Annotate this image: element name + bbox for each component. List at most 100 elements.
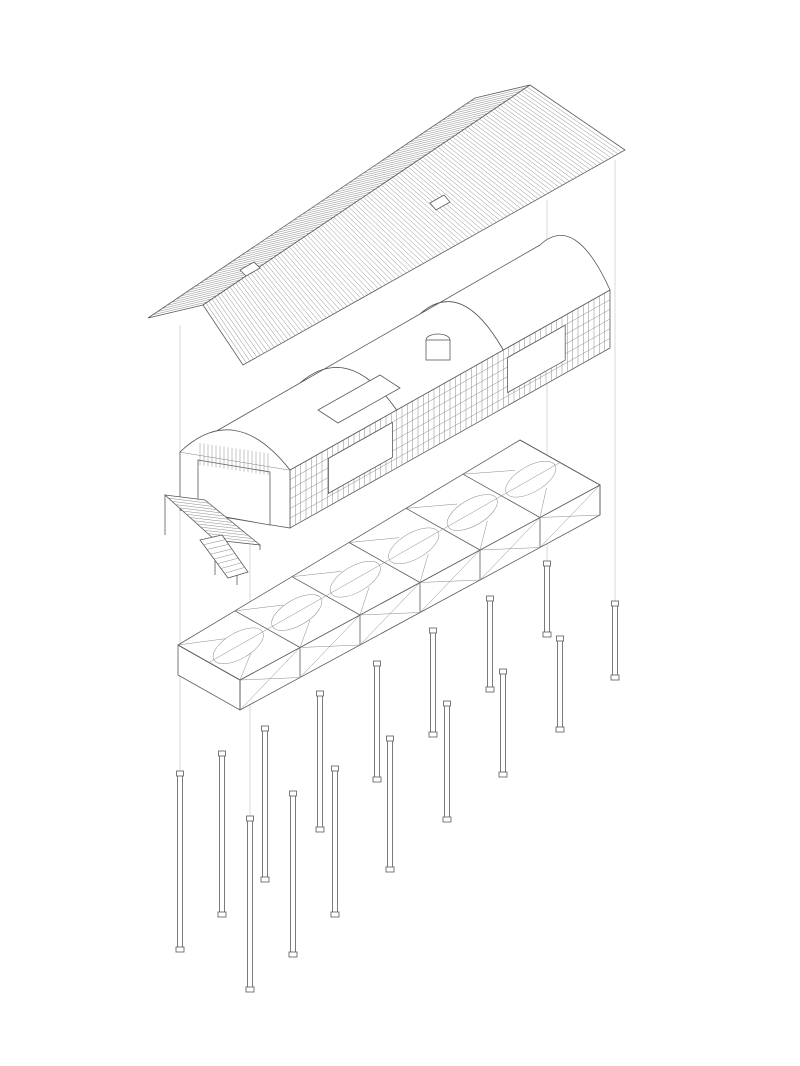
roof-seam [211,298,254,360]
roof-seam [455,134,539,200]
pile-post [332,769,338,916]
pile-post [247,819,253,991]
roof-seam [387,180,459,245]
pile-foot [498,771,508,778]
roof-seam [306,197,362,212]
roof-seam [259,266,310,329]
roof-seam [446,140,528,205]
roof-seam [452,136,535,202]
pile-foot [610,674,620,681]
roof-seam [348,169,404,184]
roof-seam [238,280,285,342]
deck-board [189,517,233,523]
roof-seam [260,229,316,243]
pile-cap [556,635,564,642]
roof-seam [470,87,526,102]
roof-seam [456,97,512,111]
roof-seam [283,213,339,228]
pile-post [177,774,183,951]
pile [245,815,255,993]
roof-seam [428,152,508,217]
end-arch [179,429,291,471]
pile-cap [316,690,324,697]
roof-seam [473,122,560,188]
frame-diagonal [359,582,421,646]
roof-seam [375,188,445,252]
roof-seam [363,196,431,260]
roof-seam [378,186,449,250]
roof-seam [425,154,504,219]
roof-seam [353,166,409,180]
roof-seam [265,262,317,325]
roof-seam [205,302,247,364]
roof-seam [241,241,297,256]
roof-seam [309,232,369,295]
vaulted-ceiling [419,235,611,351]
pile-post [430,631,436,736]
roof-seam [360,198,428,262]
frame-brace [291,571,342,577]
roof-seam [213,260,269,275]
roof-seam [434,148,515,213]
roof-seam [488,112,577,178]
roof-seam [479,118,567,184]
pile-cap [261,725,269,732]
frame-brace [419,553,429,583]
roof-seam [465,91,521,105]
roof-seam [339,175,395,190]
frame-brace [462,470,516,475]
pile-post [544,564,550,636]
pile [330,765,340,918]
pile-foot [385,866,395,873]
roof-seam [185,279,241,294]
roof-seam [414,125,470,140]
pile-foot [442,816,452,823]
roof-seam [302,201,358,215]
window [507,324,566,394]
roof-seam [395,138,451,152]
roof-seam [171,289,227,303]
roof-seam [256,268,306,330]
roof-seam [461,130,546,196]
frame-brace [479,520,488,551]
pile [428,627,438,738]
pile-cap [218,750,226,757]
stair-tread [213,553,236,560]
skylight-tube-body [425,339,451,361]
roof-seam [367,157,423,171]
stair-tread [217,557,239,564]
roof-seam [294,242,351,305]
roof-seam [250,235,306,250]
pile-post [374,664,380,781]
frame-diagonal [299,614,361,678]
frame-diagonal [239,647,301,711]
roof-seam [422,156,501,221]
roof-seam [269,223,325,237]
roof-seam [289,246,344,309]
pile-cap [386,735,394,742]
kitchen-counter [317,374,401,424]
roof-seam [497,106,587,172]
roof-seam [316,191,372,206]
stair-tread [220,562,242,569]
roof-seam [372,190,442,254]
roof-seam [390,178,462,243]
roof-seam [321,224,383,287]
pile [485,595,495,693]
pile [217,750,227,918]
roof-seam [274,256,327,319]
pile-post [557,639,563,731]
roof-seam [467,126,553,192]
roof-seam [446,103,503,118]
roof-seam [437,146,518,211]
roof-seam [345,208,410,272]
roof-seam [241,278,289,340]
pile-post [444,704,450,821]
roof-seam [297,240,355,303]
roof-seam [418,122,475,136]
roof-seam [400,135,456,149]
pile-cap [176,770,184,777]
frame-brace [348,537,400,543]
roof-seam [333,216,396,280]
